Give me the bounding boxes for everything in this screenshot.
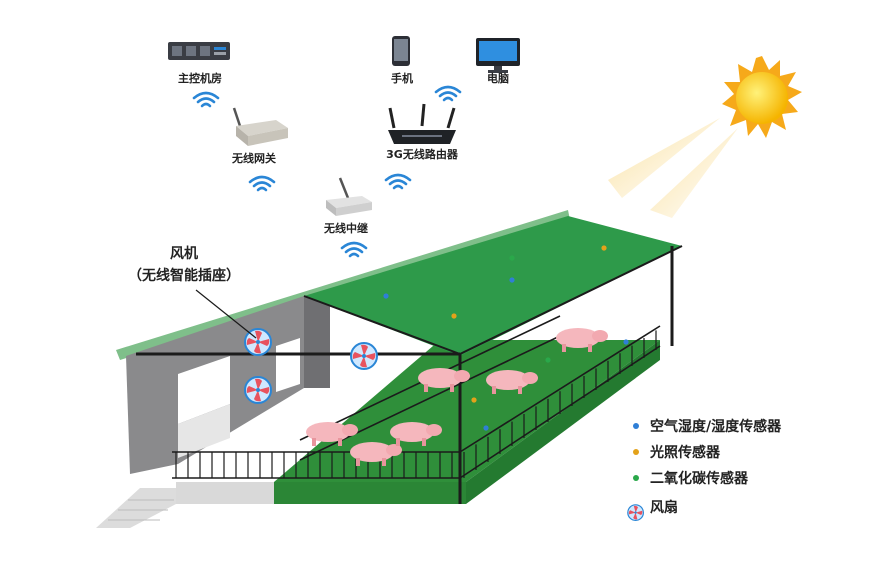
gateway-icon	[232, 107, 288, 146]
fan-callout-title: 风机	[170, 245, 198, 262]
server-icon	[168, 42, 230, 60]
sensor-dot	[623, 339, 629, 345]
legend-swatch-light	[633, 449, 639, 455]
wifi-signal-icon	[248, 175, 276, 192]
wifi-signal-icon	[434, 85, 462, 102]
phone-label: 手机	[391, 71, 413, 85]
fan-icon	[244, 376, 272, 404]
sun	[608, 56, 802, 218]
phone-icon	[392, 36, 410, 66]
front-roof	[304, 216, 682, 356]
wifi-signal-icon	[192, 91, 220, 108]
router-icon	[388, 103, 456, 144]
sensor-dot	[545, 357, 551, 363]
legend-label-light: 光照传感器	[649, 444, 721, 461]
sensor-dot	[471, 397, 477, 403]
legend: 空气湿度/湿度传感器 光照传感器 二氧化碳传感器 风扇	[627, 418, 782, 522]
legend-swatch-humidity	[633, 423, 639, 429]
legend-label-humidity: 空气湿度/湿度传感器	[650, 418, 782, 435]
legend-label-co2: 二氧化碳传感器	[650, 470, 749, 487]
repeater-icon	[326, 177, 372, 216]
sensor-dot	[509, 277, 515, 283]
fan-icon	[627, 504, 645, 522]
sensor-dot	[601, 245, 607, 251]
sensor-dot	[383, 293, 389, 299]
sensor-dot	[509, 255, 515, 261]
pc-label: 电脑	[487, 71, 509, 85]
fan-callout-subtitle: （无线智能插座）	[128, 267, 240, 284]
sensor-dot	[451, 313, 457, 319]
sensor-dot	[483, 425, 489, 431]
fan-icon	[350, 342, 378, 370]
monitor-icon	[476, 38, 520, 73]
repeater-label: 无线中继	[323, 221, 368, 235]
router-label: 3G无线路由器	[386, 147, 459, 161]
pig-barn	[96, 210, 683, 528]
legend-label-fan: 风扇	[650, 499, 678, 516]
gateway-label: 无线网关	[231, 151, 276, 165]
wifi-signal-icon	[340, 241, 368, 258]
callout-leader	[195, 289, 257, 339]
server-label: 主控机房	[178, 71, 222, 85]
wifi-signal-icon	[384, 173, 412, 190]
legend-swatch-co2	[633, 475, 639, 481]
